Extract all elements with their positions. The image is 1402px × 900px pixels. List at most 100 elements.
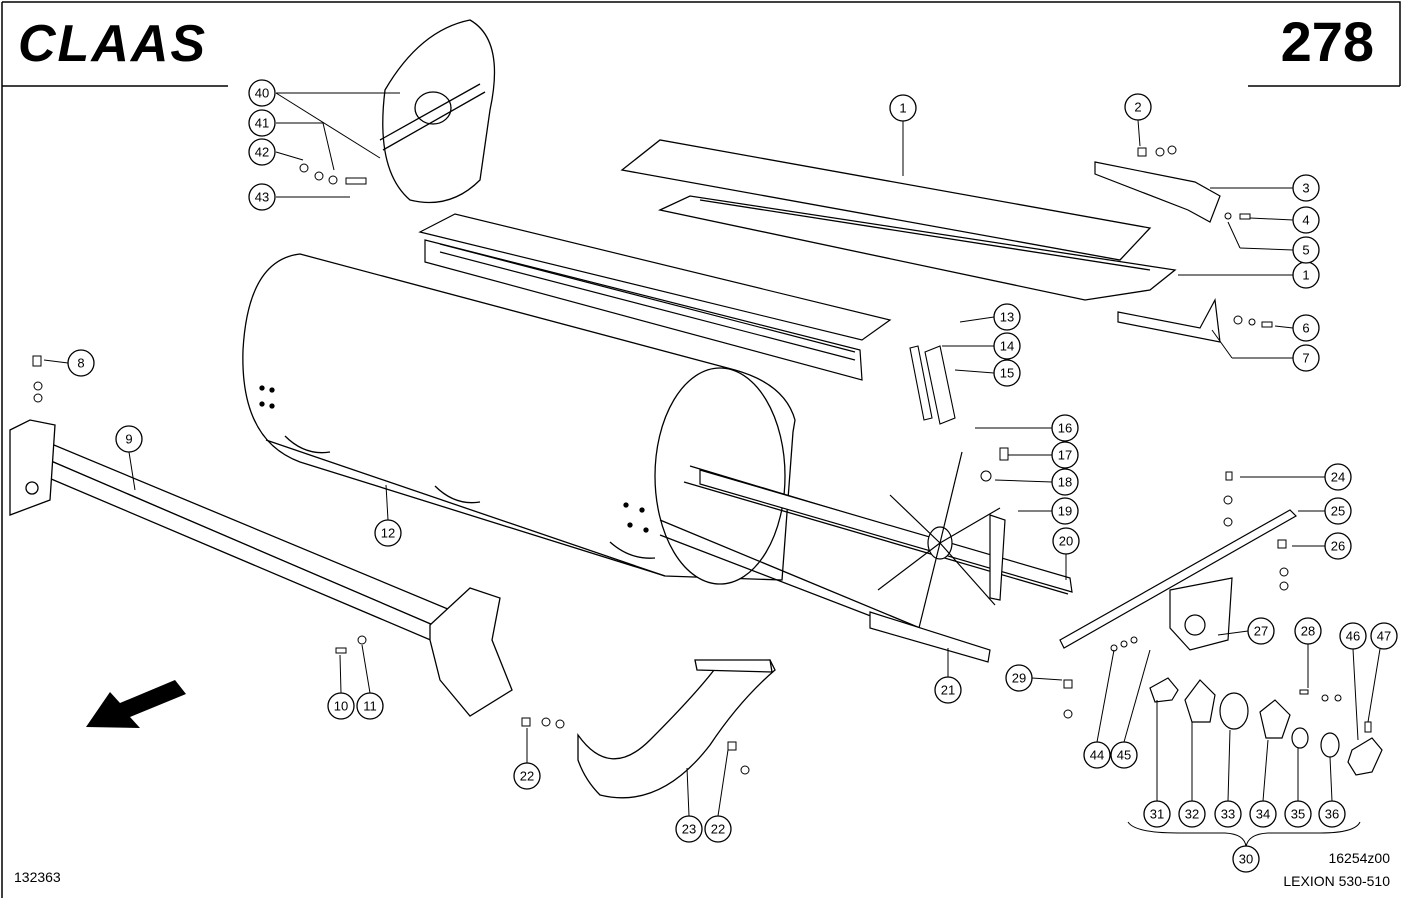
callout-number: 25 bbox=[1331, 504, 1345, 519]
callout-28: 28 bbox=[1294, 617, 1322, 645]
callout-number: 41 bbox=[255, 116, 269, 131]
image-number: 132363 bbox=[14, 869, 61, 885]
callout-19: 19 bbox=[1051, 497, 1079, 525]
callout-number: 15 bbox=[1000, 366, 1014, 381]
callout-number: 32 bbox=[1185, 807, 1199, 822]
callout-circle bbox=[1110, 741, 1138, 769]
callout-circle bbox=[1214, 800, 1242, 828]
callout-number: 42 bbox=[255, 145, 269, 160]
fasteners bbox=[32, 145, 1372, 775]
callout-circle bbox=[1052, 527, 1080, 555]
callout-circle bbox=[1051, 468, 1079, 496]
callout-13: 13 bbox=[993, 303, 1021, 331]
callout-circle bbox=[115, 425, 143, 453]
callout-45: 45 bbox=[1110, 741, 1138, 769]
top-covers bbox=[620, 139, 1177, 301]
callout-circle bbox=[374, 519, 402, 547]
callout-2: 2 bbox=[1124, 93, 1152, 121]
callout-32: 32 bbox=[1178, 800, 1206, 828]
callout-number: 22 bbox=[520, 769, 534, 784]
callout-10: 10 bbox=[327, 692, 355, 720]
callout-24: 24 bbox=[1324, 463, 1352, 491]
callout-number: 3 bbox=[1302, 181, 1309, 196]
callout-26: 26 bbox=[1324, 532, 1352, 560]
callout-14: 14 bbox=[993, 332, 1021, 360]
callout-22: 22 bbox=[513, 762, 541, 790]
callout-30: 30 bbox=[1232, 845, 1260, 873]
callout-circle bbox=[1370, 622, 1398, 650]
callout-circle bbox=[704, 815, 732, 843]
callout-number: 43 bbox=[255, 190, 269, 205]
callout-circle bbox=[248, 183, 276, 211]
callout-35: 35 bbox=[1284, 800, 1312, 828]
leader-lines bbox=[43, 92, 1381, 848]
callout-number: 30 bbox=[1239, 852, 1253, 867]
callout-circle bbox=[248, 79, 276, 107]
rail-25 bbox=[1059, 509, 1297, 651]
callout-circle bbox=[1051, 497, 1079, 525]
callout-46: 46 bbox=[1339, 622, 1367, 650]
callout-circle bbox=[356, 692, 384, 720]
callout-18: 18 bbox=[1051, 468, 1079, 496]
callout-circle bbox=[993, 332, 1021, 360]
callout-29: 29 bbox=[1005, 664, 1033, 692]
callout-7: 7 bbox=[1292, 344, 1320, 372]
callout-21: 21 bbox=[934, 676, 962, 704]
callout-41: 41 bbox=[248, 109, 276, 137]
callout-31: 31 bbox=[1143, 800, 1171, 828]
callout-circle bbox=[67, 349, 95, 377]
callout-circle bbox=[889, 94, 917, 122]
callout-circle bbox=[1294, 617, 1322, 645]
callout-9: 9 bbox=[115, 425, 143, 453]
callout-number: 35 bbox=[1291, 807, 1305, 822]
callout-number: 47 bbox=[1377, 629, 1391, 644]
callout-33: 33 bbox=[1214, 800, 1242, 828]
callout-number: 44 bbox=[1090, 748, 1104, 763]
callout-number: 14 bbox=[1000, 339, 1014, 354]
callout-circle bbox=[1292, 344, 1320, 372]
callout-number: 33 bbox=[1221, 807, 1235, 822]
callout-1: 1 bbox=[889, 94, 917, 122]
callout-circle bbox=[1318, 800, 1346, 828]
callout-number: 23 bbox=[682, 822, 696, 837]
callout-4: 4 bbox=[1292, 206, 1320, 234]
callout-number: 1 bbox=[1302, 268, 1309, 283]
callout-circle bbox=[1324, 463, 1352, 491]
drum-cylinder bbox=[242, 253, 1071, 661]
callout-12: 12 bbox=[374, 519, 402, 547]
callout-40: 40 bbox=[248, 79, 276, 107]
callout-number: 46 bbox=[1346, 629, 1360, 644]
callout-number: 34 bbox=[1256, 807, 1270, 822]
callout-number: 10 bbox=[334, 699, 348, 714]
callout-3: 3 bbox=[1292, 174, 1320, 202]
callout-circle bbox=[1051, 414, 1079, 442]
callout-25: 25 bbox=[1324, 497, 1352, 525]
callout-circle bbox=[1292, 236, 1320, 264]
callout-circle bbox=[1339, 622, 1367, 650]
callout-11: 11 bbox=[356, 692, 384, 720]
callout-34: 34 bbox=[1249, 800, 1277, 828]
callout-number: 12 bbox=[381, 526, 395, 541]
bearing-parts bbox=[1149, 677, 1383, 776]
shaft-rotor bbox=[699, 451, 1073, 641]
beam-9 bbox=[9, 419, 513, 717]
callout-circle bbox=[1051, 441, 1079, 469]
callout-20: 20 bbox=[1052, 527, 1080, 555]
callout-6: 6 bbox=[1292, 314, 1320, 342]
brackets-3-7 bbox=[1094, 161, 1221, 343]
callout-circle bbox=[1324, 532, 1352, 560]
callout-number: 20 bbox=[1059, 534, 1073, 549]
callout-circle bbox=[1249, 800, 1277, 828]
callout-number: 1 bbox=[899, 101, 906, 116]
callout-circle bbox=[513, 762, 541, 790]
callout-circle bbox=[327, 692, 355, 720]
callout-circle bbox=[1292, 314, 1320, 342]
callout-number: 24 bbox=[1331, 470, 1345, 485]
callout-number: 29 bbox=[1012, 671, 1026, 686]
callout-15: 15 bbox=[993, 359, 1021, 387]
callout-circle bbox=[248, 109, 276, 137]
callout-number: 26 bbox=[1331, 539, 1345, 554]
callout-number: 36 bbox=[1325, 807, 1339, 822]
